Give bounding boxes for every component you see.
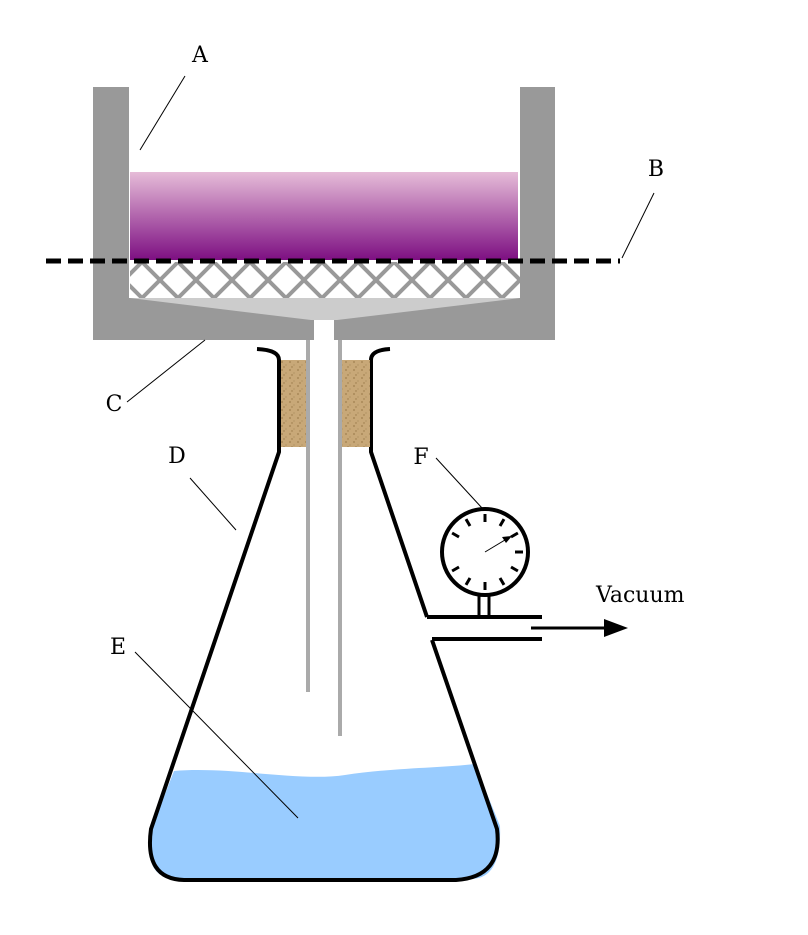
- gauge-tick: [498, 577, 506, 586]
- gauge-tick: [510, 565, 519, 573]
- label-e: E: [110, 635, 126, 660]
- gauge-tick: [464, 518, 472, 527]
- funnel-stem-opening: [314, 320, 334, 342]
- label-a: A: [191, 43, 209, 68]
- mesh-strand: [428, 262, 468, 298]
- leader-a: [139, 75, 186, 151]
- leader-b: [621, 192, 655, 259]
- filter-flask: [148, 340, 501, 882]
- mesh-strand: [320, 262, 360, 298]
- flask-liquid: [149, 764, 501, 879]
- mesh-strand: [212, 262, 252, 298]
- leader-d: [189, 477, 237, 531]
- mesh-strand: [574, 262, 610, 298]
- gauge-tick: [451, 531, 460, 539]
- leader-c: [126, 339, 206, 403]
- leader-e: [134, 651, 299, 819]
- mesh-strand: [248, 262, 288, 298]
- gauge-needle-tip: [502, 536, 512, 543]
- support-mesh: [130, 262, 610, 298]
- vacuum-arrow-head: [604, 619, 628, 637]
- flask-left-wall: [148, 347, 500, 882]
- mesh-strand: [176, 262, 216, 298]
- mesh-strand: [500, 262, 520, 283]
- gauge-tick: [451, 565, 460, 573]
- stem-channel: [307, 340, 342, 450]
- vacuum-side-arm: [427, 596, 628, 641]
- mesh-strand: [130, 283, 144, 298]
- gauge-tick: [510, 531, 519, 539]
- funnel-body: [93, 87, 555, 340]
- funnel-stem-right: [338, 340, 342, 736]
- gauge-ticks: [451, 514, 523, 590]
- label-b: B: [648, 157, 664, 182]
- mesh-strand: [392, 262, 432, 298]
- label-d: D: [168, 444, 186, 469]
- gauge-tick: [498, 518, 506, 527]
- funnel-inner-cone: [130, 298, 520, 320]
- gauge-tick: [464, 577, 472, 586]
- mesh-strand: [130, 262, 144, 277]
- mesh-strand: [574, 262, 610, 298]
- flask-right-wall: [369, 347, 429, 618]
- leader-f: [435, 457, 483, 509]
- mesh-strand: [284, 262, 324, 298]
- filter-cake: [130, 172, 518, 260]
- mesh-strand: [140, 262, 180, 298]
- funnel-stem-left: [306, 340, 310, 692]
- mesh-strand: [464, 262, 504, 298]
- label-c: C: [106, 392, 123, 417]
- pressure-gauge: [440, 507, 530, 597]
- label-vacuum: Vacuum: [595, 583, 685, 608]
- mesh-strand: [500, 277, 520, 298]
- mesh-strand: [356, 262, 396, 298]
- label-f: F: [413, 445, 428, 470]
- buchner-funnel: [93, 87, 555, 342]
